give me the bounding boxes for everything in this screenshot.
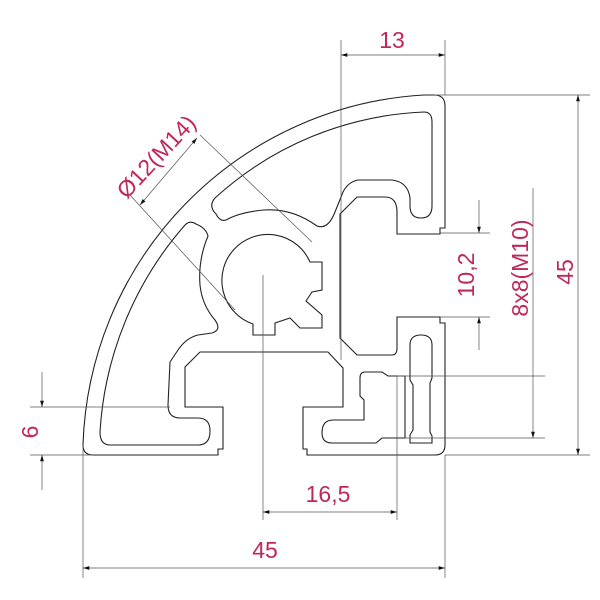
dim-label-13: 13 <box>379 27 405 53</box>
bottom-right-hollow <box>321 371 406 444</box>
core-bore <box>221 233 323 336</box>
dim-label-16-5: 16,5 <box>306 481 351 507</box>
dim-label-6: 6 <box>17 426 43 439</box>
upper-hollow <box>211 111 433 228</box>
dim-label-8x8: 8x8(M10) <box>507 219 533 316</box>
left-hollow <box>99 221 219 446</box>
dim-label-10-2: 10,2 <box>453 253 479 298</box>
profile-outer-outline <box>82 94 446 456</box>
dim-label-bore: Ø12(M14) <box>111 110 201 203</box>
dim-line-bore <box>139 137 198 206</box>
dim-label-45-right: 45 <box>552 259 578 285</box>
ext-line <box>129 194 236 311</box>
dim-label-45-bottom: 45 <box>252 537 278 563</box>
ext-line <box>199 134 313 243</box>
right-vertical-hollow <box>409 334 433 444</box>
